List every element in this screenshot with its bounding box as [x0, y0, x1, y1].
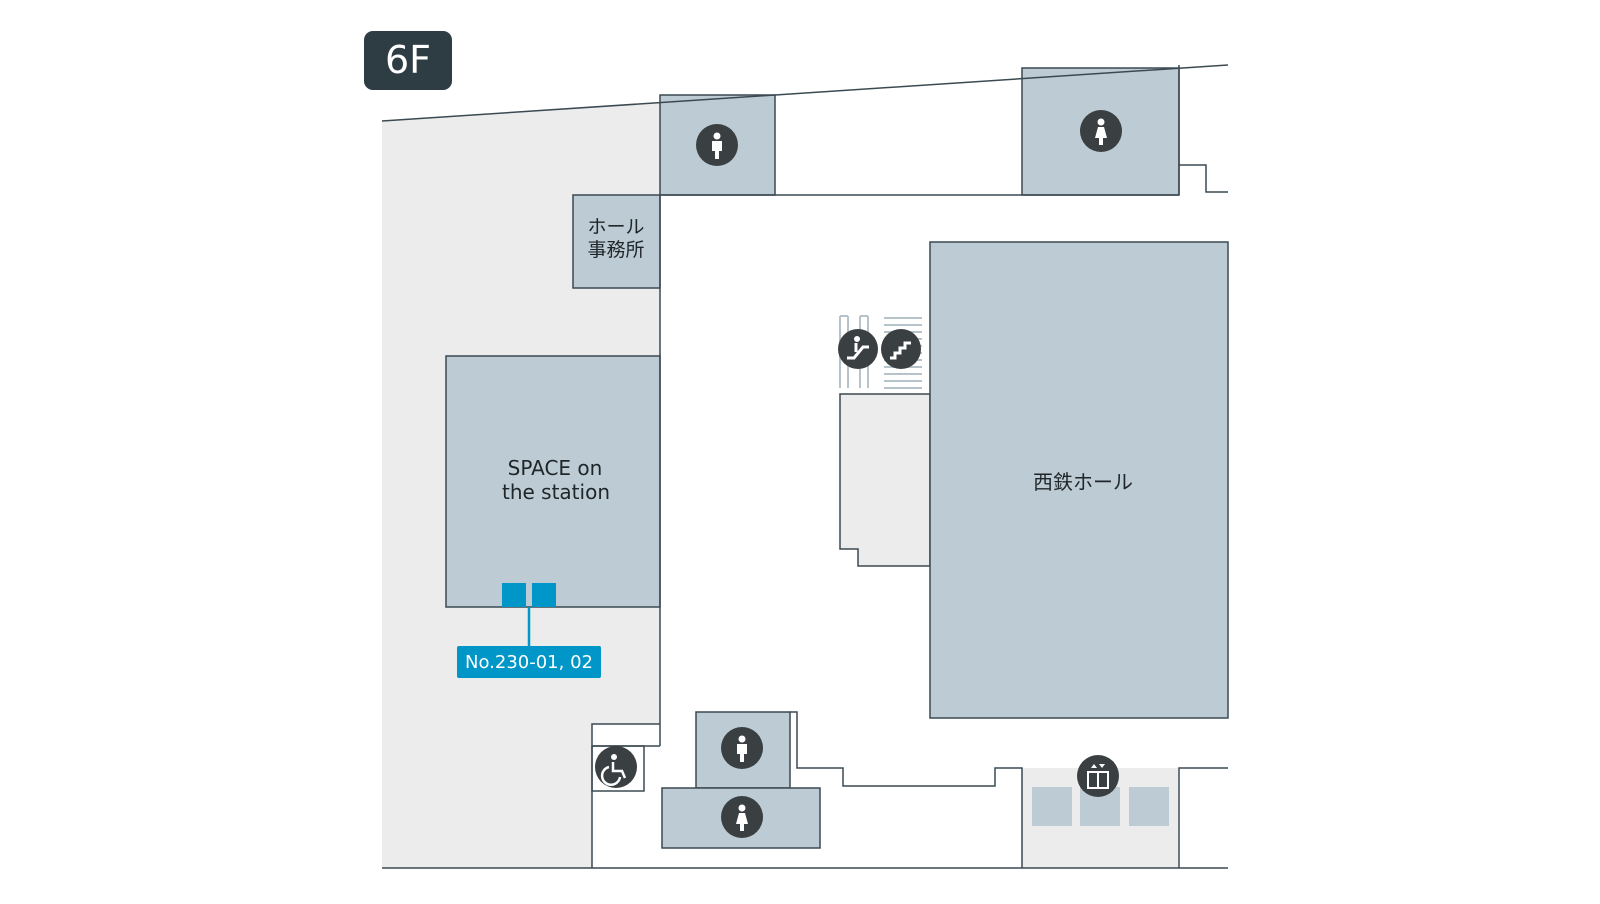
floor-badge: 6F: [364, 31, 452, 90]
hall-office-room: [572, 194, 661, 289]
mens-restroom-south-icon: [721, 727, 763, 769]
wall-lines: [381, 64, 1229, 869]
stairs-icon: [881, 329, 921, 369]
elevator-car-3: [1129, 787, 1169, 826]
womens-restroom-south-icon: [721, 796, 763, 838]
booth-marker-02[interactable]: [532, 583, 556, 607]
escalator-icon: [838, 329, 878, 369]
space-on-the-station-label-line1: SPACE on: [508, 456, 603, 480]
womens-restroom-icon: [1080, 110, 1122, 152]
elevator-icon: [1077, 755, 1119, 797]
space-on-the-station-label-line2: the station: [502, 480, 610, 504]
east-side-room: [839, 393, 931, 567]
hall-office-label-line2: 事務所: [587, 239, 644, 261]
nishitetsu-hall-label: 西鉄ホール: [1033, 470, 1133, 494]
nishitetsu-hall-room: [929, 241, 1229, 719]
hall-office-label-line1: ホール: [587, 216, 644, 238]
booth-tag[interactable]: [457, 646, 601, 678]
accessible-restroom-icon: [595, 746, 637, 788]
booth-tag-label: No.230-01, 02: [465, 652, 593, 673]
mens-restroom-icon: [696, 124, 738, 166]
booth-marker-01[interactable]: [502, 583, 526, 607]
elevator-car-1: [1032, 787, 1072, 826]
